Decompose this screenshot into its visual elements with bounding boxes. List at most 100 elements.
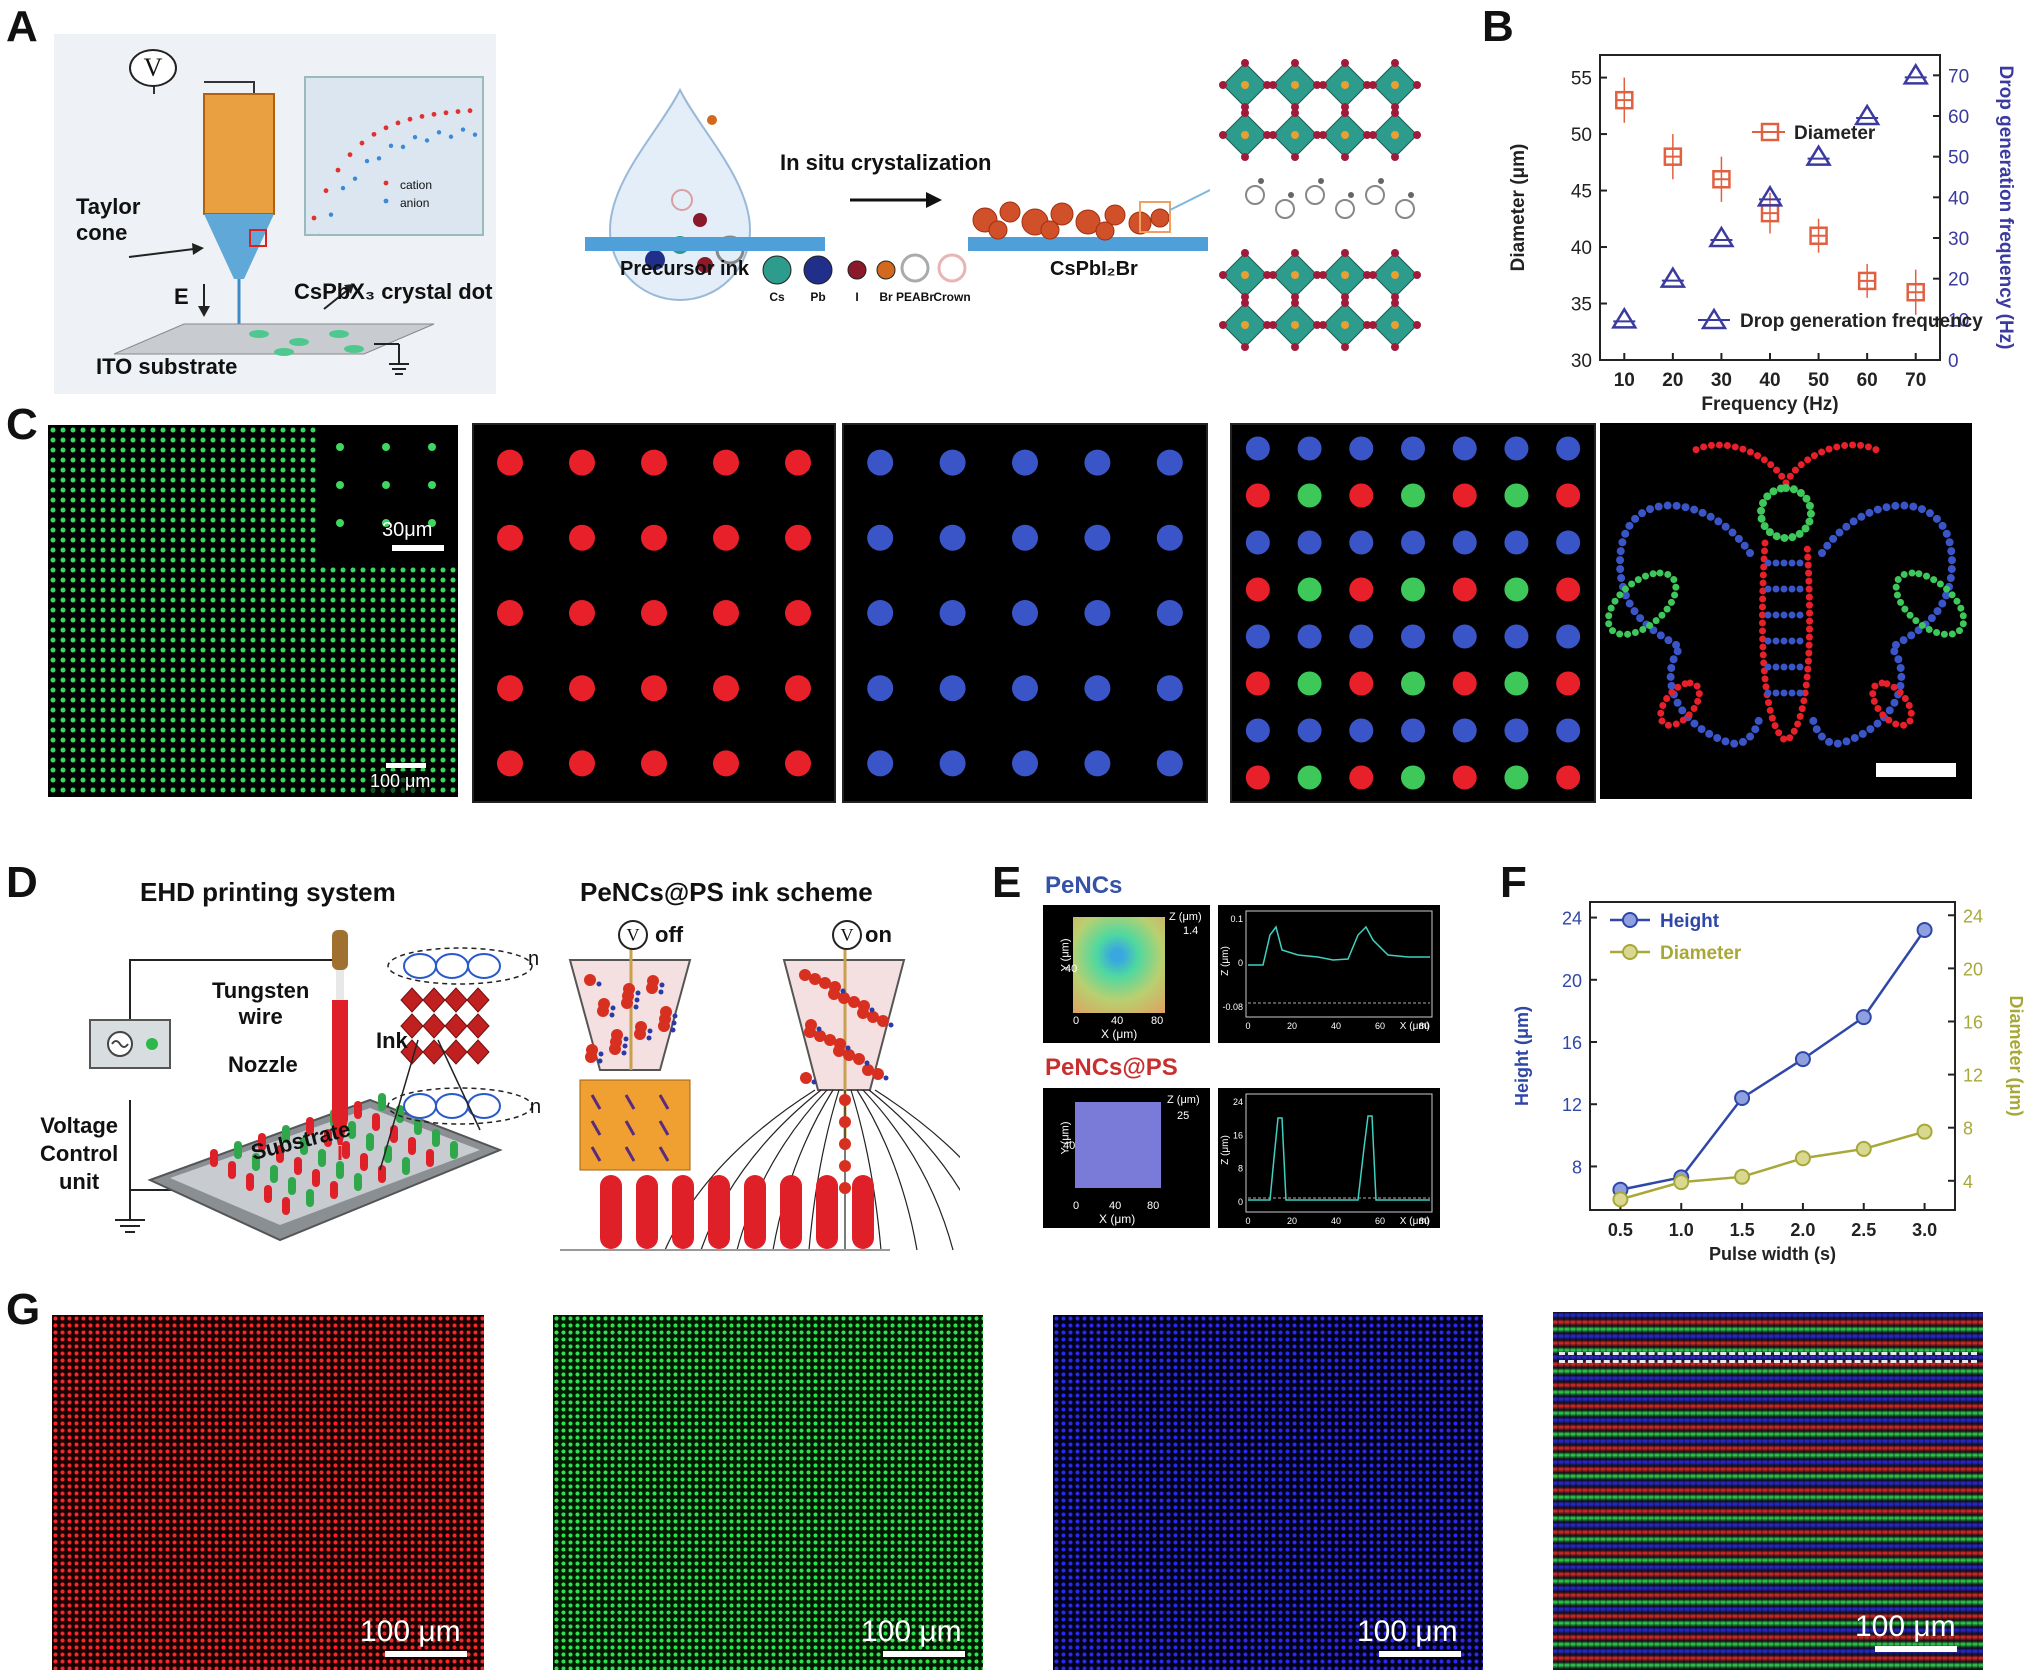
butterfly-dot — [1624, 630, 1632, 638]
off-particle — [635, 1021, 647, 1033]
off-particle — [586, 1044, 598, 1056]
profile-frame — [1245, 910, 1433, 1018]
ink-label: Ink — [376, 1028, 408, 1053]
g-green-scale-label: 100 μm — [861, 1615, 962, 1648]
nanocrystal-octahedron — [422, 1039, 446, 1065]
butterfly-dot — [1672, 720, 1680, 728]
array-dot — [1452, 718, 1477, 743]
map-bottom-x40: 40 — [1109, 1200, 1122, 1212]
y2-tick-label: 50 — [1948, 148, 1969, 169]
legend-label-peabr: PEABr — [895, 290, 934, 304]
halide-atom — [1341, 293, 1349, 301]
printed-pillar — [330, 1181, 338, 1199]
butterfly-dot — [1751, 725, 1760, 734]
butterfly-dot — [1812, 725, 1821, 734]
legend-label-i: I — [855, 290, 859, 304]
halide-atom — [1319, 271, 1327, 279]
array-dot — [1556, 530, 1581, 555]
ion-distribution-inset: cation anion — [304, 76, 484, 239]
array-dot — [1452, 671, 1477, 696]
x-tick-label: 1.0 — [1669, 1220, 1694, 1240]
map-top-x40: 40 — [1111, 1015, 1124, 1027]
legend-frequency-marker — [1700, 307, 1728, 330]
nanocrystal-octahedron — [466, 1013, 490, 1039]
x-axis-label: Pulse width (s) — [1709, 1244, 1836, 1264]
profile-x-tick: 80 — [1419, 1021, 1429, 1031]
anion-dot — [460, 127, 466, 132]
array-dot — [1245, 718, 1270, 743]
butterfly-dot — [1894, 576, 1902, 584]
nanocrystal-octahedron — [466, 987, 490, 1013]
printed-pillar — [288, 1177, 296, 1195]
array-dot — [1297, 718, 1322, 743]
legend-ball-br — [876, 260, 896, 280]
butterfly-dot — [1918, 621, 1926, 629]
profile-x-tick: 40 — [1331, 1021, 1341, 1031]
butterfly-dot — [1896, 681, 1905, 690]
halide-atom — [1313, 131, 1321, 139]
cation-dot — [467, 108, 473, 114]
halide-atom — [1319, 81, 1327, 89]
off-field-box — [579, 1079, 691, 1171]
array-dot — [1556, 577, 1581, 602]
legend-diameter-marker — [1760, 122, 1780, 142]
butterfly-dot — [1663, 695, 1671, 703]
butterfly-dot — [1759, 635, 1767, 643]
center-atom — [1241, 131, 1249, 139]
printed-pillar — [324, 1129, 332, 1147]
halide-atom — [1291, 103, 1299, 111]
butterfly-dot — [1806, 625, 1814, 633]
cation-dot — [383, 125, 389, 131]
crystal-dot — [1104, 204, 1126, 226]
array-dot — [785, 675, 811, 702]
array-dot — [939, 600, 966, 626]
butterfly-dot — [1883, 680, 1891, 688]
butterfly-dot — [1693, 682, 1701, 690]
profile-y-tick: 8 — [1238, 1164, 1243, 1174]
panel-g-green-array: 100 μm — [553, 1315, 983, 1670]
center-atom — [1241, 271, 1249, 279]
halide-atom — [1291, 153, 1299, 161]
butterfly-dot — [1772, 637, 1780, 645]
array-dot — [1245, 483, 1270, 508]
off-ion — [659, 982, 665, 988]
array-dot — [569, 750, 595, 777]
array-dot — [1084, 675, 1111, 702]
diameter-point — [1794, 1150, 1811, 1167]
butterfly-dot — [1857, 441, 1865, 449]
butterfly-dot — [1659, 702, 1667, 710]
on-particle — [834, 1038, 846, 1050]
butterfly-dot — [1901, 695, 1909, 703]
precursor-ink-label: Precursor ink — [620, 258, 749, 280]
drop-frequency-marker — [1659, 266, 1687, 288]
panel-d-ehd-system: Tungsten wire Nozzle Substrate Ink Volta… — [40, 920, 560, 1260]
butterfly-dot — [1780, 585, 1788, 593]
halide-atom — [1313, 81, 1321, 89]
butterfly-dot — [1908, 569, 1916, 577]
diameter-line — [1620, 1130, 1925, 1201]
off-ion — [597, 1058, 603, 1064]
legend-height-marker — [1622, 912, 1638, 928]
array-dot — [867, 524, 894, 551]
halide-atom — [1263, 81, 1271, 89]
on-particle — [805, 1019, 817, 1031]
butterfly-dot — [1900, 501, 1909, 510]
butterfly-dot — [1932, 514, 1941, 523]
off-ion — [671, 1020, 677, 1026]
butterfly-dot — [1858, 729, 1867, 738]
array-dot — [1297, 530, 1322, 555]
butterfly-dot — [1746, 732, 1755, 741]
dashed-line-1 — [1559, 1352, 1977, 1355]
array-dot — [1349, 718, 1374, 743]
butterfly-dot — [1849, 517, 1858, 526]
butterfly-dot — [1611, 597, 1619, 605]
map-top-zlabel: Z (μm) — [1169, 911, 1202, 923]
butterfly-dot — [1740, 541, 1749, 550]
array-dot — [1349, 436, 1374, 461]
butterfly-dot — [1664, 721, 1672, 729]
butterfly-dot — [1817, 732, 1826, 741]
butterfly-dot — [1850, 733, 1859, 742]
anion-dot — [400, 144, 406, 150]
butterfly-dot — [1806, 609, 1814, 617]
benzene-ring — [435, 1093, 469, 1119]
